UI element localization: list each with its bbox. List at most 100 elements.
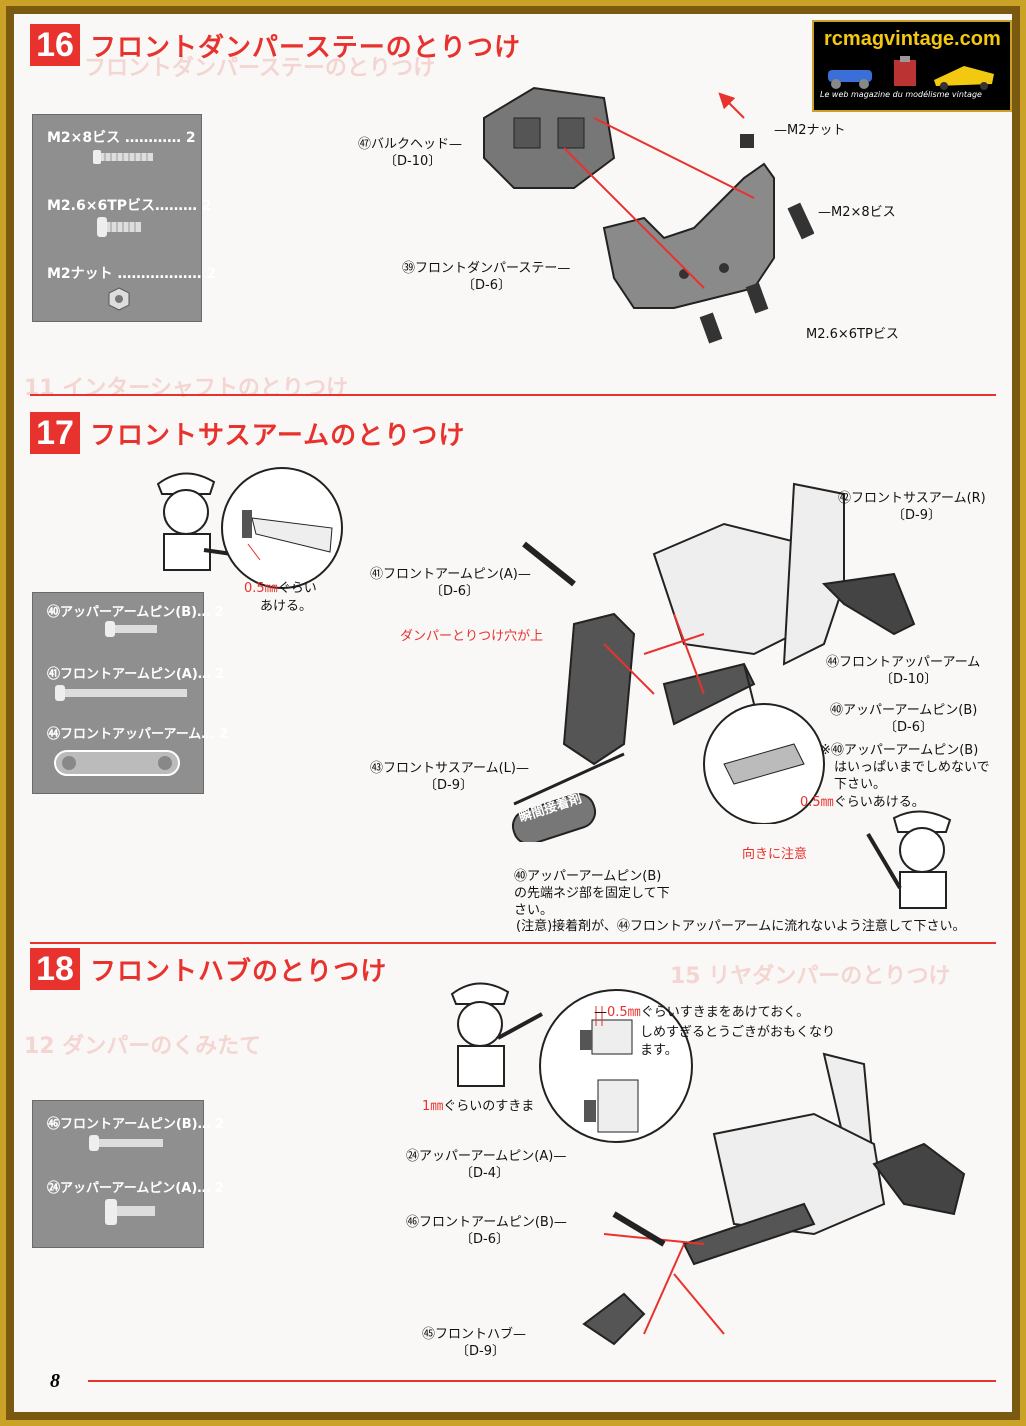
- label-upper-pin-a: ㉔アッパーアームピン(A)—〔D-4〕: [406, 1149, 567, 1181]
- part-item: ㊹フロントアッパーアーム… 2: [47, 727, 228, 742]
- parts-box-17: ㊵アッパーアームピン(B)… 2 ㊶フロントアームピン(A)… 2 ㊹フロントア…: [32, 592, 228, 794]
- gap-detail-callout: [539, 989, 693, 1143]
- part-item: M2×8ビス ………… 2: [47, 130, 196, 146]
- pin-icon: [105, 621, 157, 637]
- label-tp-screw: M2.6×6TPビス: [806, 327, 899, 342]
- label-text: ㊶フロントアームピン(A): [370, 567, 518, 582]
- gap-1mm-note: 1㎜ぐらいのすきま: [422, 1098, 534, 1115]
- nut-icon: [108, 287, 130, 311]
- label-text: ㊴フロントダンパーステー: [402, 261, 558, 276]
- label-text: ㊻フロントアームピン(B): [406, 1215, 554, 1230]
- screw-icon: [93, 150, 153, 164]
- front-hub-drawing: [582, 1052, 966, 1346]
- manual-page: フロントダンパーステーのとりつけ 11 インターシャフトのとりつけ 12 ダンパ…: [14, 14, 1012, 1412]
- label-code: 〔D-9〕: [424, 778, 473, 793]
- label-code: 〔D-9〕: [456, 1344, 505, 1359]
- parts-box-16: M2×8ビス ………… 2 M2.6×6TPビス……… 2 M2ナット ……………: [32, 114, 216, 322]
- gap-value: 1㎜: [422, 1099, 444, 1114]
- sus-arm-drawing: [513, 482, 916, 824]
- label-code: 〔D-9〕: [892, 508, 941, 523]
- gap-text: ぐらいすきまをあけておく。: [640, 1005, 810, 1020]
- page-number: 8: [50, 1370, 60, 1392]
- label-text: M2×8ビス: [831, 205, 896, 220]
- part-item: ㊻フロントアームピン(B)… 2: [47, 1117, 225, 1132]
- note-line: ※㊵アッパーアームピン(B): [820, 743, 979, 758]
- part-item: ㉔アッパーアームピン(A)… 2: [47, 1181, 224, 1196]
- section-18-header: 18 フロントハブのとりつけ: [30, 948, 387, 990]
- label-m2-nut: —M2ナット: [774, 123, 846, 138]
- gap-note-18-b: しめすぎるとうごきがおもくなり: [640, 1025, 836, 1040]
- damper-stay-drawing: [483, 86, 814, 344]
- label-text: M2ナット: [787, 123, 846, 138]
- label-text: ㊵アッパーアームピン(B): [830, 703, 978, 718]
- gap-value: 0.5㎜: [800, 795, 834, 810]
- label-code: 〔D-6〕: [884, 720, 933, 735]
- bleed-text: フロントダンパーステーのとりつけ: [84, 56, 436, 81]
- label-text: ㊼バルクヘッド: [358, 137, 450, 152]
- gap-note-2b: 0.5㎜ぐらいあける。: [800, 794, 925, 811]
- label-code: 〔D-6〕: [460, 1232, 509, 1247]
- label-text: ㊷フロントサスアーム(R): [838, 491, 986, 506]
- bleed-text: 12 ダンパーのくみたて: [24, 1034, 262, 1059]
- bleed-text: 11 インターシャフトのとりつけ: [24, 376, 349, 401]
- site-logo: rcmagvintage.com Le web magazine du modé…: [812, 20, 1012, 112]
- gap-text: ぐらいのすきま: [443, 1099, 535, 1114]
- label-front-hub: ㊺フロントハブ—〔D-9〕: [422, 1327, 527, 1359]
- part-item: ㊶フロントアームピン(A)… 2: [47, 667, 225, 682]
- section-divider: [30, 394, 996, 396]
- tip-note: ㊵アッパーアームピン(B) の先端ネジ部を固定して下さい。: [514, 868, 670, 919]
- upper-arm-icon: [54, 750, 180, 776]
- note-upper-pin: ※㊵アッパーアームピン(B)はいっぱいまでしめないで下さい。: [820, 742, 990, 793]
- gap-note-18: —0.5㎜ぐらいすきまをあけておく。: [594, 1005, 810, 1020]
- gap-value: 0.5㎜: [244, 581, 278, 596]
- label-bulkhead: ㊼バルクヘッド—〔D-10〕: [358, 137, 463, 169]
- logo-text: rcmagvintage.com: [824, 28, 1001, 50]
- part-item: M2.6×6TPビス……… 2: [47, 198, 212, 214]
- section-number: 16: [30, 24, 80, 66]
- tip-line: ㊵アッパーアームピン(B): [514, 869, 662, 884]
- label-arm-l: ㊸フロントサスアーム(L)—〔D-9〕: [370, 761, 529, 793]
- part-item: M2ナット ……………… 2: [47, 266, 217, 282]
- gap-note-2: あける。: [260, 599, 313, 614]
- parts-box-18: ㊻フロントアームピン(B)… 2 ㉔アッパーアームピン(A)… 2: [32, 1100, 224, 1248]
- tip-line: さい。: [514, 903, 554, 918]
- mascot-icon: [866, 810, 952, 909]
- section-title: フロントハブのとりつけ: [90, 956, 388, 987]
- gap-value: 0.5㎜: [607, 1005, 641, 1020]
- section-number: 17: [30, 412, 80, 454]
- label-upper-arm: ㊹フロントアッパーアーム〔D-10〕: [826, 654, 980, 688]
- pin-icon: [89, 1135, 163, 1151]
- part-item: ㊵アッパーアームピン(B)… 2: [47, 605, 224, 620]
- car-icon: [828, 56, 994, 90]
- label-pin-a: ㊶フロントアームピン(A)—〔D-6〕: [370, 567, 531, 599]
- gap-text: ぐらいあける。: [833, 795, 925, 810]
- tp-screw-icon: [97, 217, 141, 237]
- direction-note: 向きに注意: [742, 847, 808, 862]
- long-pin-icon: [55, 685, 187, 701]
- mascot-icon: [450, 982, 543, 1087]
- label-upper-pin: ㊵アッパーアームピン(B) 〔D-6〕: [830, 702, 977, 736]
- glue-bottle-icon: [511, 793, 597, 842]
- note-line: はいっぱいまでしめないで: [834, 760, 990, 775]
- damper-hole-note: ダンパーとりつけ穴が上: [400, 629, 544, 644]
- bleed-text: 15 リヤダンパーのとりつけ: [670, 964, 951, 989]
- label-m2x8: —M2×8ビス: [818, 205, 896, 220]
- caution-note: (注意)接着剤が、㊹フロントアッパーアームに流れないよう注意して下さい。: [516, 919, 966, 934]
- section-title: フロントダンパーステーのとりつけ: [90, 32, 521, 63]
- gap-note: 0.5㎜ぐらい: [244, 580, 317, 597]
- section-title: フロントサスアームのとりつけ: [90, 420, 466, 451]
- label-text: ㊹フロントアッパーアーム: [826, 655, 981, 670]
- detail-callout: [221, 467, 343, 589]
- gap-note-18-c: ます。: [640, 1043, 678, 1058]
- label-code: 〔D-4〕: [460, 1166, 509, 1181]
- footer-rule: [88, 1380, 996, 1382]
- label-code: 〔D-10〕: [384, 154, 442, 169]
- label-text: ㉔アッパーアームピン(A): [406, 1149, 554, 1164]
- tip-line: の先端ネジ部を固定して下: [514, 886, 670, 901]
- label-arm-r: ㊷フロントサスアーム(R) 〔D-9〕: [838, 490, 986, 524]
- pin-icon: [105, 1199, 155, 1225]
- label-damper-stay: ㊴フロントダンパーステー—〔D-6〕: [402, 261, 571, 293]
- logo-tagline: Le web magazine du modélisme vintage: [820, 90, 982, 99]
- gap-text: ぐらい: [277, 581, 317, 596]
- section-16-header: 16 フロントダンパーステーのとりつけ: [30, 24, 521, 66]
